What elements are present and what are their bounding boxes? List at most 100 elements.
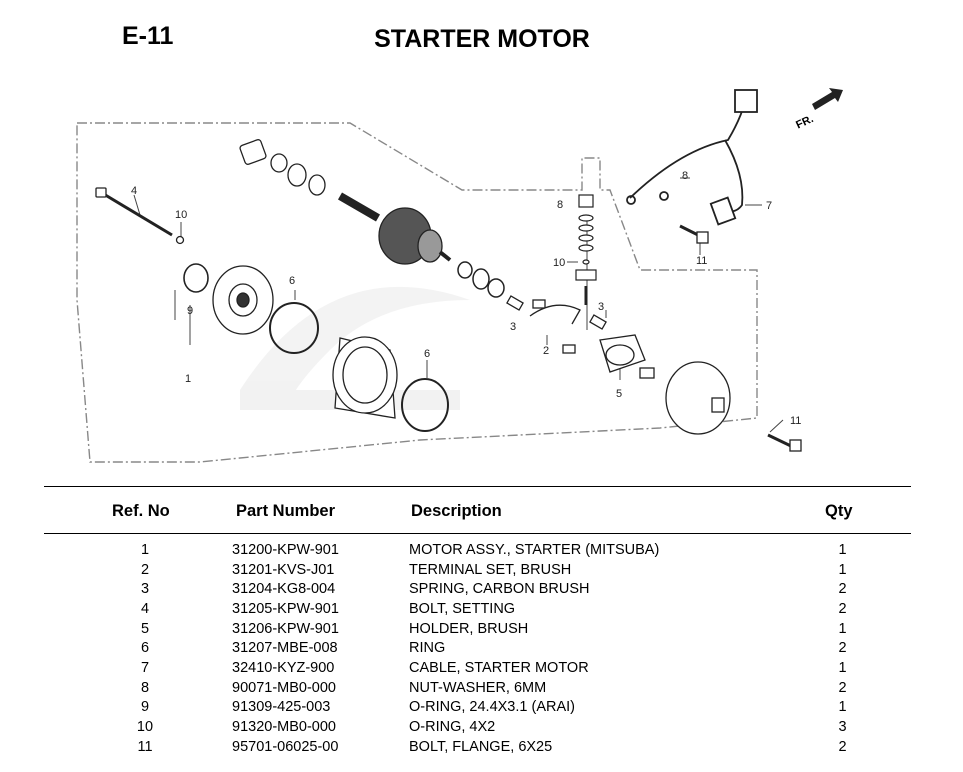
callout-4: 4 (131, 185, 137, 197)
page-title: STARTER MOTOR (374, 25, 590, 53)
o-ring-small-part (175, 235, 185, 245)
callout-10: 10 (175, 209, 187, 221)
table-row: 8 90071-MB0-000 NUT-WASHER, 6MM 2 (0, 680, 963, 700)
cell-ref: 6 (140, 640, 150, 656)
cell-description: TERMINAL SET, BRUSH (409, 562, 572, 578)
table-row: 5 31206-KPW-901 HOLDER, BRUSH 1 (0, 621, 963, 641)
cell-part-number: 90071-MB0-000 (232, 680, 336, 696)
cell-description: RING (409, 640, 446, 656)
cell-qty: 2 (838, 640, 847, 656)
cell-ref: 10 (136, 719, 154, 735)
cell-ref: 1 (140, 542, 150, 558)
brush-holder-part (599, 334, 646, 373)
cell-qty: 2 (838, 680, 847, 696)
table-header-rule (44, 533, 911, 534)
washers-part (239, 139, 326, 196)
section-code: E-11 (122, 22, 174, 50)
cell-description: SPRING, CARBON BRUSH (409, 581, 590, 597)
cell-description: O-RING, 4X2 (409, 719, 496, 735)
cell-ref: 2 (140, 562, 150, 578)
yoke-part (332, 336, 398, 419)
cell-ref: 11 (137, 739, 153, 755)
table-row: 3 31204-KG8-004 SPRING, CARBON BRUSH 2 (0, 581, 963, 601)
exploded-parts-diagram: FR. 1 2 3 3 4 5 6 6 7 8 8 9 10 10 11 11 (76, 88, 843, 463)
o-ring-part (183, 263, 209, 293)
cell-qty: 3 (838, 719, 847, 735)
callout-labels: 1 2 3 3 4 5 6 6 7 8 8 9 10 10 11 11 (131, 170, 801, 427)
callout-11b: 11 (790, 415, 801, 427)
cell-part-number: 91309-425-003 (232, 699, 331, 715)
callout-9: 9 (187, 305, 193, 317)
nut-washer-stack-part (575, 194, 597, 305)
starter-cable-part (626, 89, 758, 226)
direction-label: FR. (794, 113, 815, 131)
callout-6: 6 (289, 275, 295, 287)
cell-description: O-RING, 24.4X3.1 (ARAI) (409, 699, 575, 715)
cell-qty: 1 (838, 660, 847, 676)
cell-qty: 2 (838, 739, 847, 755)
brush-terminal-part (506, 295, 607, 354)
table-row: 9 91309-425-003 O-RING, 24.4X3.1 (ARAI) … (0, 699, 963, 719)
header-description: Description (411, 502, 502, 520)
cell-qty: 1 (838, 699, 847, 715)
callout-5: 5 (616, 388, 622, 400)
cell-qty: 1 (838, 542, 847, 558)
rear-cover-part (665, 361, 731, 435)
washers-part-2 (457, 261, 505, 298)
cell-ref: 7 (140, 660, 150, 676)
front-direction-arrow-icon (812, 88, 843, 110)
cell-ref: 8 (140, 680, 150, 696)
table-row: 6 31207-MBE-008 RING 2 (0, 640, 963, 660)
assembly-outline (76, 122, 758, 463)
cell-qty: 1 (838, 621, 847, 637)
armature-part (337, 192, 452, 265)
front-cover-part (212, 265, 274, 335)
header-part-number: Part Number (236, 502, 336, 520)
callout-2: 2 (543, 345, 549, 357)
cell-qty: 2 (838, 601, 847, 617)
header-ref-no: Ref. No (112, 502, 170, 520)
table-row: 10 91320-MB0-000 O-RING, 4X2 3 (0, 719, 963, 739)
ring-part (269, 302, 319, 354)
header-qty: Qty (825, 502, 853, 520)
cell-part-number: 31200-KPW-901 (232, 542, 339, 558)
table-top-rule (44, 486, 911, 487)
callout-7: 7 (766, 200, 772, 212)
table-row: 4 31205-KPW-901 BOLT, SETTING 2 (0, 601, 963, 621)
callout-8b: 8 (682, 170, 688, 182)
table-row: 2 31201-KVS-J01 TERMINAL SET, BRUSH 1 (0, 562, 963, 582)
cell-description: HOLDER, BRUSH (409, 621, 529, 637)
cell-part-number: 31205-KPW-901 (232, 601, 339, 617)
cell-part-number: 95701-06025-00 (232, 739, 339, 755)
cell-description: NUT-WASHER, 6MM (409, 680, 547, 696)
callout-6b: 6 (424, 348, 430, 360)
cell-part-number: 31204-KG8-004 (232, 581, 336, 597)
brush-part (639, 367, 655, 379)
cell-qty: 1 (838, 562, 847, 578)
cell-part-number: 91320-MB0-000 (232, 719, 336, 735)
cell-part-number: 31201-KVS-J01 (232, 562, 335, 578)
cell-ref: 9 (140, 699, 150, 715)
cell-part-number: 32410-KYZ-900 (232, 660, 335, 676)
cell-qty: 2 (838, 581, 847, 597)
callout-10b: 10 (553, 257, 565, 269)
cell-part-number: 31207-MBE-008 (232, 640, 338, 656)
callout-11: 11 (696, 255, 707, 267)
flange-bolt-part (679, 224, 802, 452)
cell-ref: 4 (140, 601, 150, 617)
cell-description: BOLT, FLANGE, 6X25 (409, 739, 553, 755)
setting-bolt-part (95, 187, 173, 237)
ring-part-2 (401, 378, 449, 432)
callout-8: 8 (557, 199, 563, 211)
cell-ref: 3 (140, 581, 150, 597)
cell-description: MOTOR ASSY., STARTER (MITSUBA) (409, 542, 660, 558)
cell-part-number: 31206-KPW-901 (232, 621, 339, 637)
table-row: 11 95701-06025-00 BOLT, FLANGE, 6X25 2 (0, 739, 963, 759)
table-row: 7 32410-KYZ-900 CABLE, STARTER MOTOR 1 (0, 660, 963, 680)
table-row: 1 31200-KPW-901 MOTOR ASSY., STARTER (MI… (0, 542, 963, 562)
callout-3: 3 (510, 321, 516, 333)
cell-ref: 5 (140, 621, 150, 637)
cell-description: CABLE, STARTER MOTOR (409, 660, 589, 676)
callout-1: 1 (185, 373, 191, 385)
callout-3b: 3 (598, 301, 604, 313)
